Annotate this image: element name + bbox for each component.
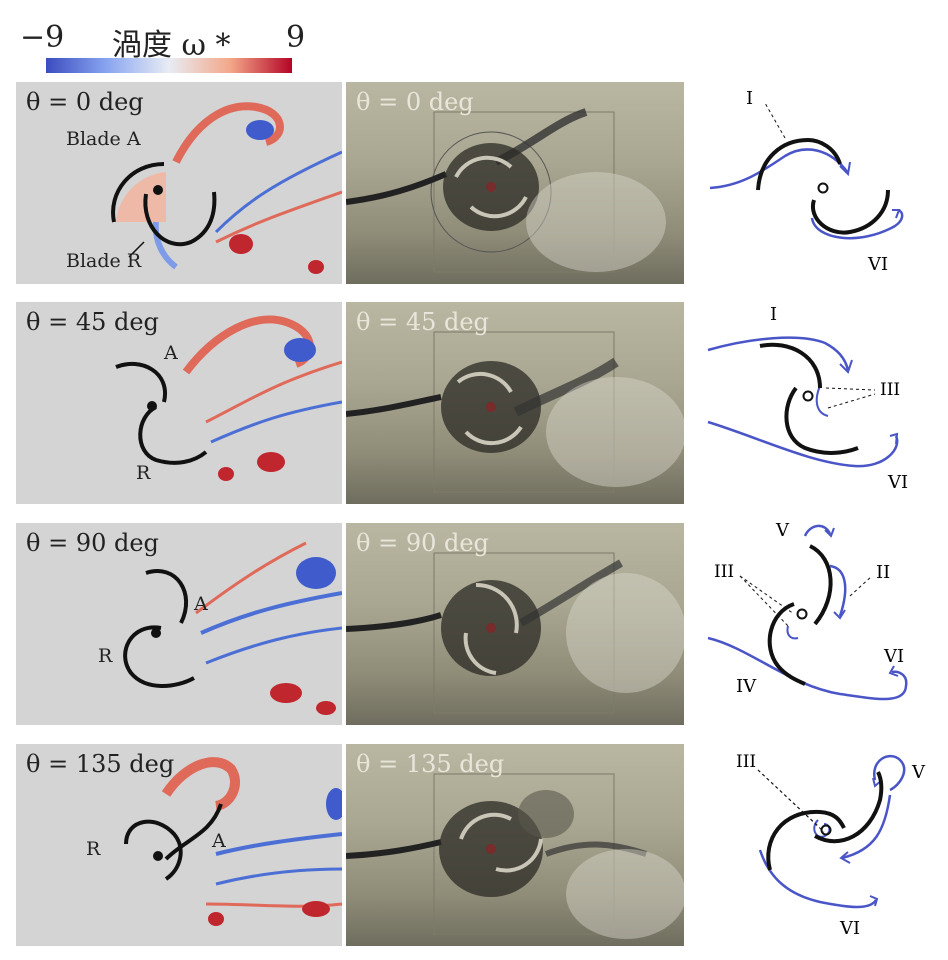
flow-schematic-45deg [707, 336, 899, 468]
diagram-label-I-0deg: I [746, 88, 754, 109]
photo-angle-label-45deg: θ = 45 deg [356, 308, 489, 336]
vorticity-field-0deg [111, 102, 342, 274]
blade-a-label-45deg: A [164, 342, 178, 364]
experiment-photo-90deg: θ = 90 deg [346, 523, 684, 725]
diagram-label-V-90deg: V [776, 520, 789, 541]
diagram-label-III-90deg: III [714, 562, 735, 582]
experiment-photo-0deg: θ = 0 deg [346, 82, 684, 284]
smoke-visualization-45deg [346, 331, 684, 493]
vorticity-field-135deg [124, 757, 342, 926]
flow-schematic-0deg [709, 102, 904, 240]
flow-schematic-90deg [707, 524, 908, 701]
colorbar-title: 渦度 ω * [112, 28, 231, 63]
simulation-panel-45deg: θ = 45 deg A R [16, 302, 342, 504]
vorticity-colorbar [46, 58, 292, 73]
flow-diagram-90deg: V II III IV VI [690, 516, 940, 726]
blade-r-label-135deg: R [86, 838, 101, 860]
photo-angle-label-90deg: θ = 90 deg [356, 529, 489, 557]
simulation-panel-0deg: θ = 0 deg Blade A Blade R [16, 82, 342, 284]
angle-label-45deg: θ = 45 deg [26, 308, 159, 336]
vorticity-field-45deg [115, 315, 342, 481]
smoke-visualization-90deg [346, 552, 684, 714]
blade-r-label-45deg: R [136, 462, 151, 484]
diagram-label-VI-135deg: VI [840, 918, 861, 939]
diagram-label-III-135deg: III [736, 752, 757, 772]
blade-a-label-90deg: A [194, 593, 208, 615]
angle-label-90deg: θ = 90 deg [26, 529, 159, 557]
experiment-photo-135deg: θ = 135 deg [346, 744, 684, 946]
simulation-panel-90deg: θ = 90 deg A R [16, 523, 342, 725]
diagram-label-III-45deg: III [880, 380, 901, 400]
blade-a-label-0deg: Blade A [66, 128, 141, 150]
blade-r-label-90deg: R [98, 645, 113, 667]
vorticity-field-90deg [123, 541, 342, 715]
smoke-visualization-135deg [346, 773, 684, 939]
flow-diagram-135deg: III V VI [690, 740, 940, 950]
blade-a-label-135deg: A [212, 830, 226, 852]
angle-label-0deg: θ = 0 deg [26, 88, 144, 116]
diagram-label-VI-45deg: VI [888, 472, 909, 493]
photo-angle-label-135deg: θ = 135 deg [356, 750, 505, 778]
colorbar-min-label: −9 [20, 20, 65, 55]
photo-angle-label-0deg: θ = 0 deg [356, 88, 474, 116]
flow-diagram-45deg: I III VI [690, 298, 940, 508]
diagram-label-V-135deg: V [912, 762, 925, 783]
flow-diagram-0deg: I VI [690, 78, 940, 288]
blade-r-label-0deg: Blade R [66, 250, 142, 272]
diagram-label-VI-0deg: VI [868, 254, 889, 275]
diagram-label-IV-90deg: IV [736, 676, 757, 697]
smoke-visualization-0deg [346, 108, 666, 273]
experiment-photo-45deg: θ = 45 deg [346, 302, 684, 504]
diagram-label-I-45deg: I [770, 304, 778, 325]
diagram-label-VI-90deg: VI [884, 646, 905, 667]
diagram-label-II-90deg: II [876, 562, 891, 583]
colorbar-max-label: 9 [286, 20, 306, 55]
simulation-panel-135deg: θ = 135 deg A R [16, 744, 342, 946]
angle-label-135deg: θ = 135 deg [26, 750, 175, 778]
flow-schematic-135deg [757, 754, 906, 909]
